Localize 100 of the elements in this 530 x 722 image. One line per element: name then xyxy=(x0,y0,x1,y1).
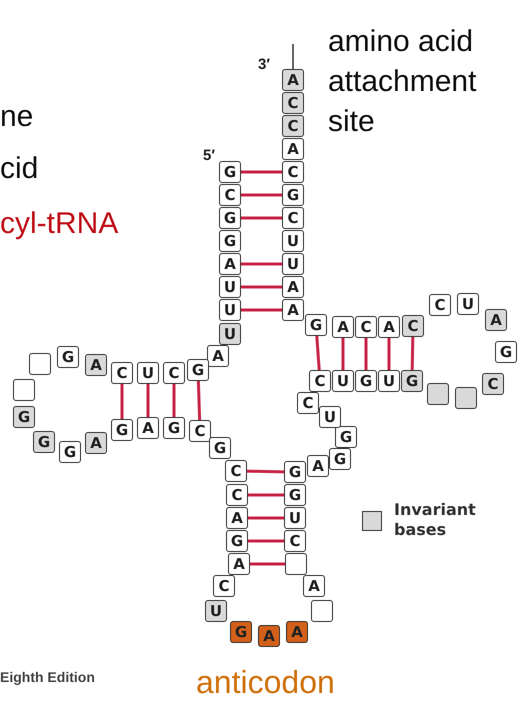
base-cell: A xyxy=(485,309,507,331)
base-cell: C xyxy=(282,207,304,229)
base-cell: C xyxy=(226,484,248,506)
base-cell: G xyxy=(13,406,35,428)
base-cell: G xyxy=(226,530,248,552)
base-cell: G xyxy=(57,346,79,368)
base-cell: A xyxy=(258,625,280,647)
base-pair-line xyxy=(248,494,284,496)
base-pair-line xyxy=(410,336,414,370)
base-pair-line xyxy=(241,170,282,174)
base-cell: A xyxy=(85,354,107,376)
base-pair-line xyxy=(315,336,321,370)
base-pair-line xyxy=(241,194,282,196)
base-cell: C xyxy=(429,294,451,316)
base-cell: A xyxy=(137,417,159,439)
base-cell xyxy=(13,379,35,401)
base-pair-line xyxy=(241,216,282,220)
base-cell: C xyxy=(163,362,185,384)
base-cell: G xyxy=(163,417,185,439)
end-label: 5′ xyxy=(203,147,215,164)
base-cell: U xyxy=(205,600,227,622)
base-cell: A xyxy=(219,253,241,275)
base-cell: U xyxy=(219,323,241,345)
base-cell: C xyxy=(297,392,319,414)
base-cell: A xyxy=(207,345,229,367)
base-cell: C xyxy=(284,530,306,552)
base-cell: C xyxy=(309,370,331,392)
base-cell: U xyxy=(332,370,354,392)
base-cell: C xyxy=(282,115,304,137)
base-cell: U xyxy=(282,230,304,252)
base-cell: U xyxy=(284,507,306,529)
base-cell: U xyxy=(282,253,304,275)
base-cell: G xyxy=(495,341,517,363)
base-cell: G xyxy=(230,621,252,643)
base-cell: G xyxy=(335,426,357,448)
base-cell: A xyxy=(332,316,354,338)
base-cell: C xyxy=(213,575,235,597)
base-pair-line xyxy=(364,338,368,370)
base-cell: A xyxy=(282,69,304,91)
base-cell xyxy=(285,553,307,575)
base-cell: G xyxy=(59,441,81,463)
base-pair-line xyxy=(248,540,284,542)
base-cell: C xyxy=(111,362,133,384)
legend-text: Invariant bases xyxy=(394,500,477,540)
base-cell: A xyxy=(228,553,250,575)
base-cell: U xyxy=(378,370,400,392)
base-cell xyxy=(427,383,449,405)
base-cell: A xyxy=(282,138,304,160)
base-cell: C xyxy=(225,460,247,482)
base-cell: G xyxy=(209,437,231,459)
base-pair-line xyxy=(241,262,282,266)
slide-text: cid xyxy=(0,152,38,186)
base-cell: U xyxy=(457,293,479,315)
base-pair-line xyxy=(196,380,202,420)
base-cell: A xyxy=(85,432,107,454)
slide-text: cyl-tRNA xyxy=(0,207,118,241)
base-cell: C xyxy=(482,373,504,395)
base-cell: A xyxy=(286,621,308,643)
base-pair-line xyxy=(172,384,176,417)
edition-text: Eighth Edition xyxy=(0,669,95,685)
end-label: 3′ xyxy=(258,56,270,73)
base-cell: G xyxy=(284,461,306,483)
base-cell: A xyxy=(307,455,329,477)
base-cell: G xyxy=(305,314,327,336)
base-pair-line xyxy=(250,562,285,566)
base-cell: A xyxy=(282,299,304,321)
base-cell xyxy=(29,353,51,375)
base-cell: G xyxy=(219,161,241,183)
slide-text: ne xyxy=(0,100,34,134)
base-cell: G xyxy=(33,431,55,453)
base-cell: G xyxy=(187,359,209,381)
base-cell: A xyxy=(282,276,304,298)
base-cell: G xyxy=(219,230,241,252)
base-pair-line xyxy=(248,516,284,520)
base-pair-line xyxy=(342,338,344,370)
base-cell: G xyxy=(355,370,377,392)
amino-acid-site-label: amino acid attachment site xyxy=(328,24,478,140)
base-cell: C xyxy=(219,184,241,206)
base-cell: U xyxy=(137,362,159,384)
base-cell: G xyxy=(329,448,351,470)
base-cell: G xyxy=(282,184,304,206)
base-cell: G xyxy=(111,419,133,441)
base-pair-line xyxy=(388,338,390,370)
base-cell: C xyxy=(282,161,304,183)
base-cell xyxy=(311,600,333,622)
base-pair-line xyxy=(146,384,150,417)
base-cell: U xyxy=(319,406,341,428)
base-cell: U xyxy=(219,276,241,298)
base-cell: C xyxy=(402,315,424,337)
base-cell: G xyxy=(219,207,241,229)
base-cell xyxy=(455,387,477,409)
base-pair-line xyxy=(241,308,282,312)
base-cell: U xyxy=(219,299,241,321)
base-pair-line xyxy=(120,384,124,419)
base-cell: A xyxy=(303,575,325,597)
anticodon-label: anticodon xyxy=(196,664,335,701)
base-cell: C xyxy=(189,420,211,442)
base-cell: A xyxy=(378,316,400,338)
base-pair-line xyxy=(241,286,282,288)
base-cell: G xyxy=(401,370,423,392)
